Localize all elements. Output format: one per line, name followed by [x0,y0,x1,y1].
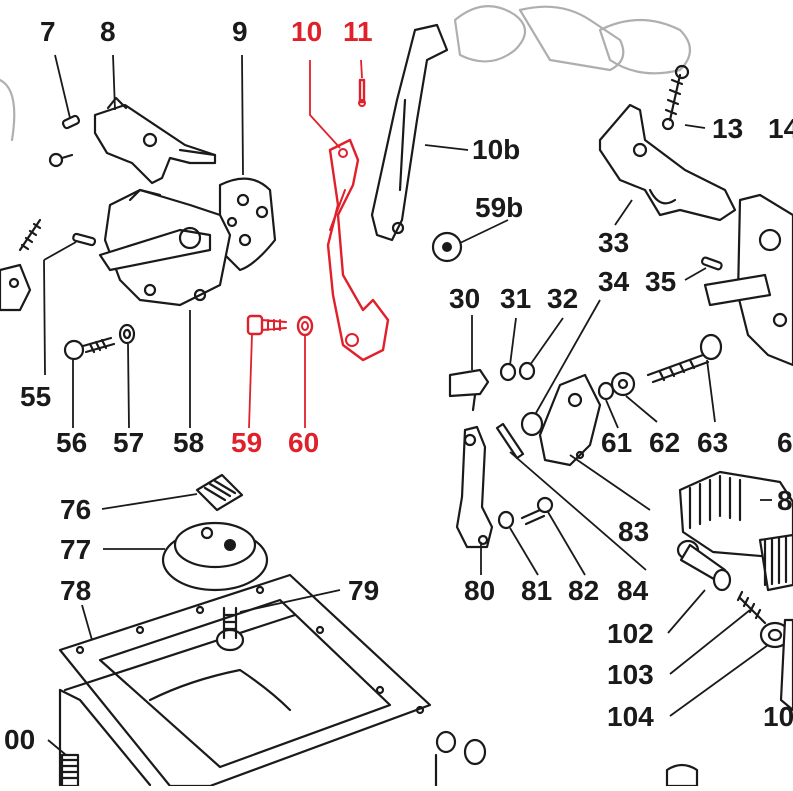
part-35-pin [700,256,723,271]
part-30-block [448,368,490,412]
part-56-bolt [63,336,116,361]
part-00-screw [60,753,80,788]
part-bellows [758,533,793,592]
label-35: 35 [645,266,677,297]
part-small-bolt [48,152,74,168]
label-103: 103 [607,659,654,690]
part-10x-cover [779,618,793,712]
part-34-ring [520,411,544,437]
part-left-spring [0,218,42,312]
label-14: 14 [768,113,793,144]
part-59-bolt [246,314,287,336]
part-10b-arm [370,23,449,242]
label-55: 55 [20,381,52,412]
label-57: 57 [113,427,145,458]
part-62-washer [610,371,636,397]
part-33-bracket [598,103,737,222]
part-10-lever [326,138,390,362]
label-13: 13 [712,113,744,144]
label-81: 81 [521,575,553,606]
part-13-spring [661,64,690,131]
label-78: 78 [60,575,92,606]
label-77: 77 [60,534,92,565]
part-57-washer [118,323,136,345]
part-61-washer [597,381,615,401]
label-9: 9 [232,16,248,47]
label-32: 32 [547,283,579,314]
label-59b: 59b [475,192,524,223]
label-10-cut: 10 [763,701,793,732]
part-77-cap [161,521,269,592]
label-84: 84 [617,575,649,606]
part-bottom-cap [665,763,699,788]
part-82-bolt [520,496,554,526]
label-6-cut: 6 [777,427,793,458]
label-61: 61 [601,427,633,458]
label-80: 80 [464,575,496,606]
label-11: 11 [343,16,373,47]
part-103-spring [736,590,767,625]
label-8-cut: 8 [777,485,793,516]
part-55-pin [72,232,97,247]
label-31: 31 [500,283,532,314]
label-34: 34 [598,266,630,297]
label-83: 83 [618,516,650,547]
part-76-filter [195,473,244,512]
part-84-pin [495,422,525,460]
label-58: 58 [173,427,205,458]
part-58-housing [98,188,232,307]
part-right-mechanism [703,193,793,367]
part-60-washer [296,315,314,337]
label-76: 76 [60,494,92,525]
label-56: 56 [56,427,88,458]
part-8-bracket [93,96,217,185]
label-102: 102 [607,618,654,649]
label-8: 8 [100,16,116,47]
part-81-washer [497,510,515,530]
part-63-bolt [646,333,723,384]
part-7-pin [61,114,81,130]
part-79-plug [215,606,245,652]
part-31-washer [499,362,517,382]
faded-background-parts [0,5,692,142]
label-104: 104 [607,701,654,732]
part-83-fork [538,373,602,467]
label-10: 10 [291,16,323,47]
part-9-plate [218,177,277,272]
part-78-gasket [58,573,432,788]
label-7: 7 [40,16,56,47]
part-32-washer [518,361,536,381]
label-63: 63 [697,427,729,458]
part-80-lever [455,425,494,549]
label-10b: 10b [472,134,521,165]
label-79: 79 [348,575,380,606]
label-82: 82 [568,575,600,606]
leader-lines [43,54,772,756]
label-30: 30 [449,283,481,314]
part-102-shaft [676,539,732,592]
part-8x-roller [678,470,793,559]
label-00: 00 [4,724,36,755]
label-62: 62 [649,427,681,458]
part-104-ring [759,621,791,649]
label-33: 33 [598,227,630,258]
part-bottom-fitting [434,730,487,788]
part-59b-nut [431,231,463,263]
label-59: 59 [231,427,263,458]
part-11-pin [358,78,366,107]
label-60: 60 [288,427,320,458]
